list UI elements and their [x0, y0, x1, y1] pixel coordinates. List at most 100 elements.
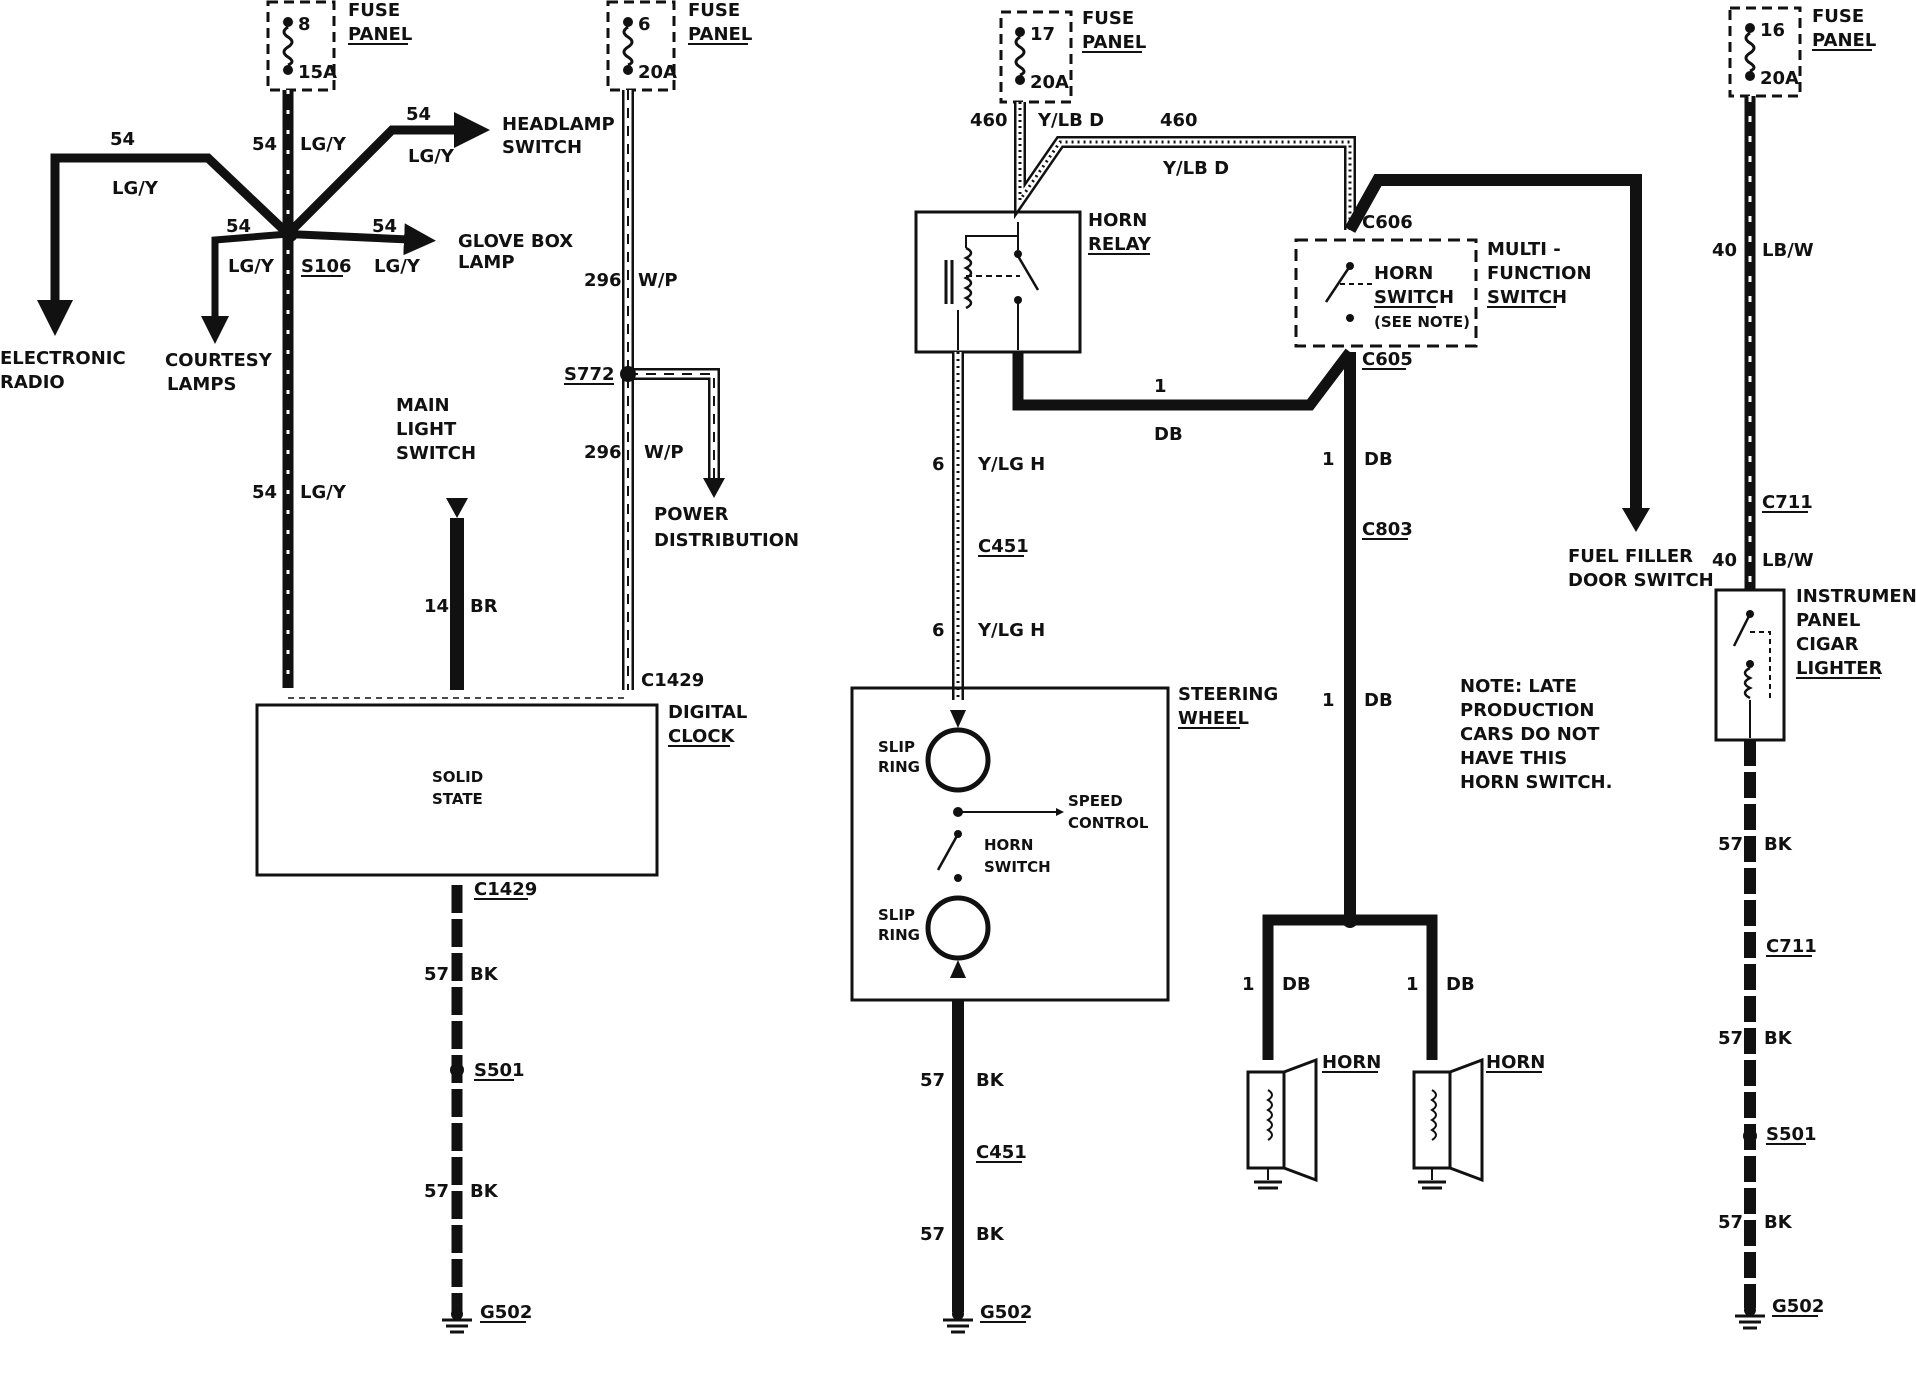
splice-label: S772 [564, 364, 615, 385]
ground-label: G502 [980, 1302, 1032, 1323]
horn-relay-label: HORN [1088, 210, 1147, 231]
horn-switch-contacts [1324, 262, 1372, 322]
slip-ring-label: SLIP [878, 738, 915, 756]
speed-control-label: CONTROL [1068, 814, 1149, 832]
wire-color: Y/LB D [1037, 110, 1104, 131]
wire-number: 1 [1322, 690, 1335, 711]
connector-label: C605 [1362, 349, 1413, 370]
connector-label: C451 [976, 1142, 1027, 1163]
ground-symbol [943, 1308, 973, 1334]
horn-label: HORN [1322, 1052, 1381, 1073]
fuse-label: FUSE [348, 0, 400, 21]
horn-relay-label: RELAY [1088, 234, 1152, 255]
wire-number: 57 [424, 964, 449, 985]
wire-number: 1 [1242, 974, 1255, 995]
wire-number: 6 [932, 620, 945, 641]
splice-s106 [282, 226, 298, 242]
wire-number: 54 [406, 104, 431, 125]
horn-switch-label: SWITCH [1374, 287, 1454, 308]
connector-label: C451 [978, 536, 1029, 557]
glovebox-label: LAMP [458, 252, 515, 273]
note-line: CARS DO NOT [1460, 724, 1600, 745]
main-light-switch-label: SWITCH [396, 443, 476, 464]
note-line: HAVE THIS [1460, 748, 1567, 769]
wire-number: 460 [970, 110, 1008, 131]
wire-color: BK [976, 1070, 1005, 1091]
slip-ring-lower [925, 895, 991, 961]
horn-switch-label: (SEE NOTE) [1374, 313, 1470, 331]
connector-label: C711 [1762, 492, 1813, 513]
multi-function-label: MULTI - [1487, 239, 1561, 260]
wire-color: W/P [644, 442, 684, 463]
note-line: HORN SWITCH. [1460, 772, 1612, 793]
wire-color: DB [1154, 424, 1183, 445]
note-line: PRODUCTION [1460, 700, 1594, 721]
wire-number: 460 [1160, 110, 1198, 131]
horn-left [1246, 1057, 1318, 1190]
cigar-lighter-element [1732, 610, 1771, 738]
splice-s501 [450, 1063, 464, 1077]
wire-1-db [1012, 348, 1355, 411]
headlamp-label: HEADLAMP [502, 114, 615, 135]
fuse-8-block: 8 15A FUSE PANEL [266, 0, 412, 92]
fuse-6-block: 6 20A FUSE PANEL [606, 0, 752, 92]
connector-label: C803 [1362, 519, 1413, 540]
fuse-label: PANEL [688, 24, 752, 45]
horn-switch-label: SWITCH [984, 858, 1051, 876]
wire-to-glovebox [287, 223, 436, 256]
wire-color: BR [470, 596, 498, 617]
wire-color: BK [976, 1224, 1005, 1245]
wire-color: LG/Y [300, 482, 347, 503]
fuse-label: PANEL [348, 24, 412, 45]
horn-relay-box [914, 210, 1082, 354]
ground-symbol [442, 1308, 472, 1334]
note-text: NOTE: LATE PRODUCTION CARS DO NOT HAVE T… [1460, 676, 1612, 793]
wire-color: DB [1364, 449, 1393, 470]
wire-number: 6 [932, 454, 945, 475]
ground-label: G502 [480, 1302, 532, 1323]
wire-number: 57 [920, 1224, 945, 1245]
wire-color: LG/Y [300, 134, 347, 155]
wire-number: 1 [1406, 974, 1419, 995]
wire-number: 296 [584, 442, 622, 463]
connector-label: C1429 [641, 670, 704, 691]
horn-switch-label: HORN [1374, 263, 1433, 284]
wire-number: 54 [252, 134, 277, 155]
multi-function-label: SWITCH [1487, 287, 1567, 308]
ground-symbol [1735, 1304, 1765, 1330]
wire-number: 57 [1718, 834, 1743, 855]
fuse-number: 17 [1030, 24, 1055, 45]
wire-color: BK [1764, 834, 1793, 855]
steering-wheel-box [850, 686, 1170, 1002]
wire-number: 54 [226, 216, 251, 237]
cigar-lighter-label: INSTRUMENT [1796, 586, 1916, 607]
splice-label: S501 [1766, 1124, 1817, 1145]
slip-ring-label: SLIP [878, 906, 915, 924]
wire-color: DB [1364, 690, 1393, 711]
wire-number: 54 [252, 482, 277, 503]
wire-color: Y/LB D [1162, 158, 1229, 179]
fuse-number: 6 [638, 14, 651, 35]
courtesy-label: COURTESY [165, 350, 273, 371]
fuse-rating: 20A [1760, 68, 1799, 89]
main-light-switch-label: MAIN [396, 395, 450, 416]
splice-label: S501 [474, 1060, 525, 1081]
wire-number: 1 [1322, 449, 1335, 470]
fuel-filler-label: DOOR SWITCH [1568, 570, 1714, 591]
note-line: NOTE: LATE [1460, 676, 1577, 697]
wire-number: 57 [424, 1181, 449, 1202]
wire-number: 40 [1712, 240, 1737, 261]
radio-label: RADIO [0, 372, 65, 393]
connector-label: C606 [1362, 212, 1413, 233]
power-distribution-label: DISTRIBUTION [654, 530, 799, 551]
wire-number: 14 [424, 596, 449, 617]
wire-number: 57 [920, 1070, 945, 1091]
fuse-label: PANEL [1082, 32, 1146, 53]
wire-color: LG/Y [374, 256, 421, 277]
wire-color: DB [1282, 974, 1311, 995]
fuse-16-block: 16 20A FUSE PANEL [1728, 6, 1876, 98]
wire-number: 57 [1718, 1212, 1743, 1233]
fuse-number: 16 [1760, 20, 1785, 41]
fuse-number: 8 [298, 14, 311, 35]
